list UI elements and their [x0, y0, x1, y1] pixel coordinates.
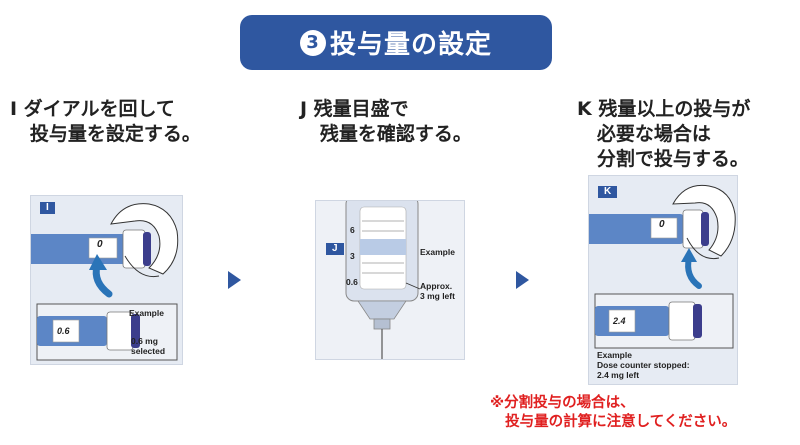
illustration-check-scale: J 6 3 0.6 Example Approx. 3 mg left — [315, 200, 465, 360]
dose-counter-stopped-label: Example Dose counter stopped: 2.4 mg lef… — [597, 350, 690, 380]
dial-window-top-value: 0 — [659, 220, 665, 230]
scale-mark-6: 6 — [350, 225, 355, 235]
step-number-badge: 3 — [300, 30, 326, 56]
example-label: Example — [129, 308, 164, 318]
step-i-badge: I — [40, 202, 55, 214]
step-i-text: I ダイアルを回して 投与量を設定する。 — [10, 97, 201, 147]
scale-mark-3: 3 — [350, 251, 355, 261]
scale-mark-0-6: 0.6 — [346, 277, 358, 287]
next-step-arrow — [228, 271, 241, 289]
section-title-text: 投与量の設定 — [330, 24, 492, 61]
approx-remaining-label: Approx. 3 mg left — [420, 281, 455, 301]
illustration-split-dose: K 0 2.4 Example Dose counter stopped: 2.… — [588, 175, 738, 385]
split-dose-warning-note: ※分割投与の場合は、 投与量の計算に注意してください。 — [490, 394, 736, 432]
next-step-arrow — [516, 271, 529, 289]
step-k-text: K 残量以上の投与が 必要な場合は 分割で投与する。 — [577, 97, 750, 172]
example-label: Example — [420, 247, 455, 257]
dose-selected-label: 0.6 mg selected — [131, 336, 165, 356]
dial-window-bottom-value: 0.6 — [57, 326, 70, 336]
step-j-badge: J — [326, 243, 344, 255]
dial-window-bottom-value: 2.4 — [613, 316, 626, 326]
step-j-text: J 残量目盛で 残量を確認する。 — [300, 97, 472, 147]
dial-window-top-value: 0 — [97, 240, 103, 250]
step-k-badge: K — [598, 186, 617, 198]
section-title: 3 投与量の設定 — [240, 15, 552, 70]
illustration-dial-dose: I 0 0.6 Example 0.6 mg selected — [30, 195, 183, 365]
